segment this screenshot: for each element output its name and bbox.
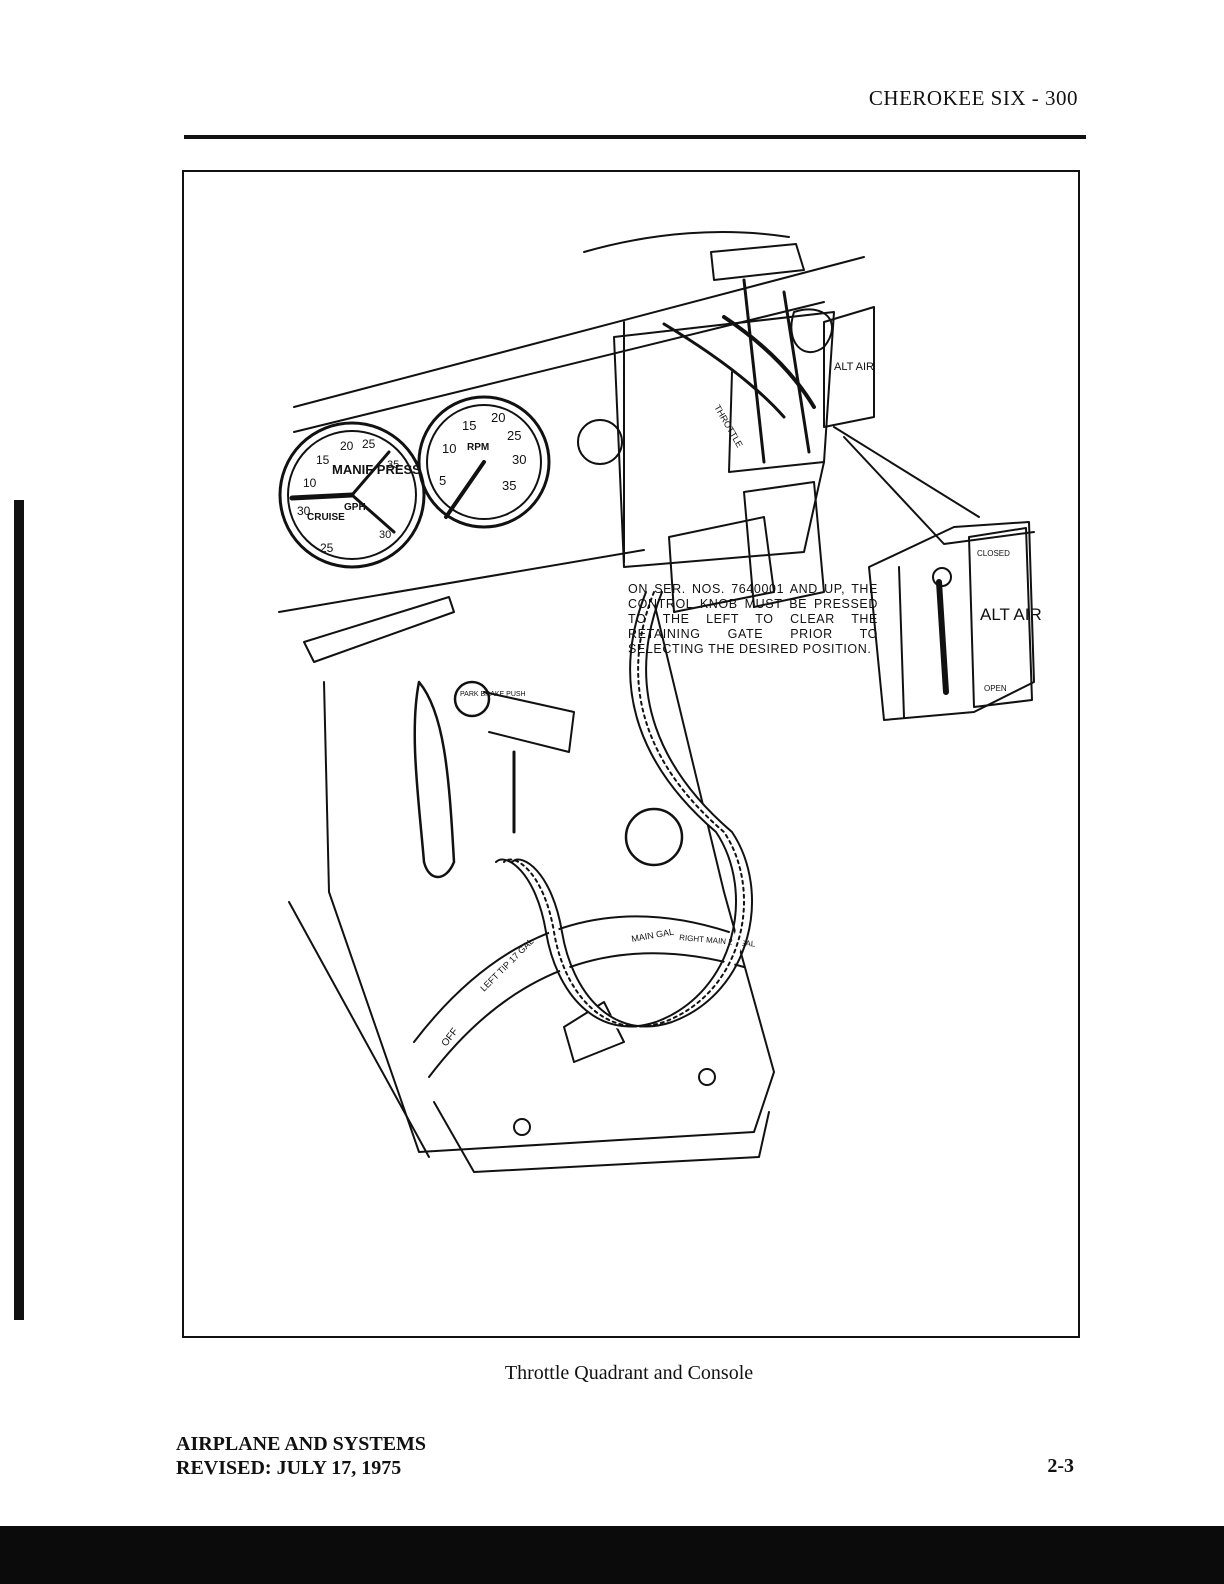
scan-binding-shadow	[14, 500, 24, 1320]
manifold-pressure-gauge: MANIF PRESS CRUISE GPH 10 15 20 25 30 35…	[278, 421, 426, 569]
page-header-title: CHEROKEE SIX - 300	[868, 86, 1078, 110]
throttle-label: THROTTLE	[712, 403, 744, 449]
gauge-left-tick-2: 20	[340, 439, 354, 453]
gauge-right-tick-5: 30	[512, 452, 526, 467]
page-number: 2-3	[1047, 1455, 1074, 1477]
figure-caption: Throttle Quadrant and Console	[504, 1362, 754, 1384]
alt-air-label: ALT AIR	[980, 605, 1042, 624]
microphone-holder	[743, 481, 825, 608]
gauge-right-tick-4: 25	[507, 428, 521, 443]
leader-line-lower	[843, 436, 1035, 545]
glare-shield	[583, 231, 790, 253]
footer-revised-date: REVISED: JULY 17, 1975	[176, 1457, 402, 1479]
gauge-left-tick-7: 25	[320, 541, 334, 555]
gauge-right-tick-3: 20	[491, 410, 505, 425]
panel-lower-edge	[278, 549, 645, 613]
fuel-left-tip-label: LEFT TIP 17 GAL	[478, 936, 535, 993]
gph-label: GPH	[344, 502, 366, 513]
gauge-right-tick-1: 10	[442, 441, 456, 456]
gauge-right-tick-2: 15	[462, 418, 476, 433]
gauge-left-tick-6: 30	[379, 529, 391, 541]
figure-frame: MANIF PRESS CRUISE GPH 10 15 20 25 30 35…	[182, 170, 1080, 1338]
throttle-quadrant-illustration: MANIF PRESS CRUISE GPH 10 15 20 25 30 35…	[278, 231, 1042, 1173]
gauge-right-tick-6: 35	[502, 478, 516, 493]
header-rule	[184, 135, 1086, 139]
gauge-left-tick-3: 25	[362, 437, 376, 451]
cruise-label: CRUISE	[307, 512, 345, 523]
tachometer-gauge: RPM 5 10 15 20 25 30 35	[417, 395, 551, 529]
parking-brake: PARK BRAKE PUSH	[413, 680, 575, 879]
footer-section-title: AIRPLANE AND SYSTEMS	[176, 1433, 427, 1455]
leader-line-upper	[833, 426, 980, 518]
alt-air-small-label: ALT AIR	[834, 361, 874, 373]
alt-air-detail: ALT AIR CLOSED OPEN	[868, 521, 1042, 721]
alt-air-note: ON SER. NOS. 7640001 AND UP, THE CONTROL…	[628, 582, 878, 656]
gauge-left-tick-5: 35	[387, 459, 399, 471]
closed-label: CLOSED	[977, 549, 1010, 558]
open-label: OPEN	[984, 684, 1007, 693]
rpm-label: RPM	[467, 442, 489, 453]
gauge-left-tick-1: 15	[316, 453, 330, 467]
gauge-right-tick-0: 5	[439, 473, 446, 488]
gauge-left-tick-0: 10	[303, 476, 317, 490]
footer-section: AIRPLANE AND SYSTEMS REVISED: JULY 17, 1…	[176, 1432, 426, 1480]
panel-top-edge	[293, 256, 865, 408]
manifold-label: MANIF PRESS	[332, 462, 421, 477]
panel-knob	[577, 419, 623, 465]
fuel-off-label: OFF	[440, 1026, 461, 1049]
alt-air-panel-small: ALT AIR	[823, 306, 875, 428]
microphone-cord	[495, 587, 753, 1032]
gauge-left-tick-4: 30	[297, 504, 311, 518]
throttle-lever-grip	[710, 243, 805, 281]
scan-bottom-edge	[0, 1526, 1224, 1584]
throttle-quadrant: THROTTLE	[613, 243, 835, 613]
fuel-main-label: MAIN GAL	[631, 927, 675, 944]
